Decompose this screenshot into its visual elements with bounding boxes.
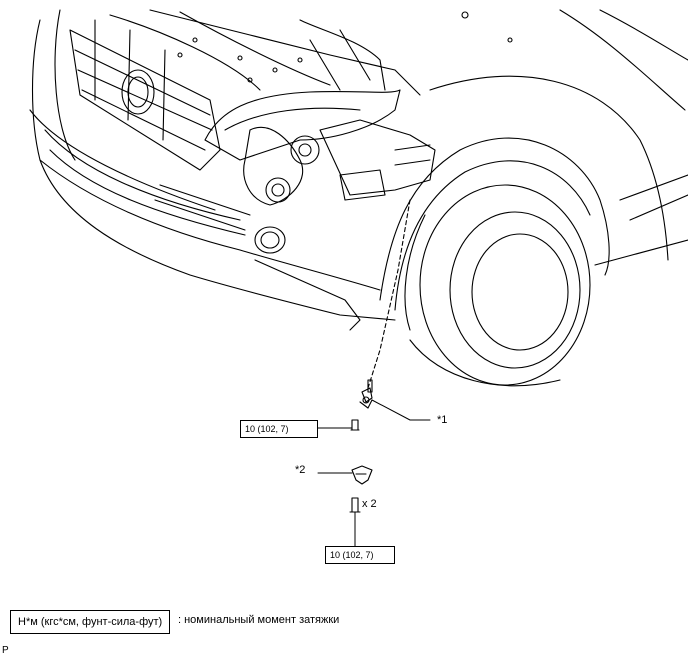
grille xyxy=(69,19,221,171)
headlight-assembly xyxy=(204,89,401,161)
callout-item2: *2 xyxy=(295,464,306,476)
torque-box-upper: 10 (102, 7) xyxy=(240,420,318,438)
body-outline xyxy=(29,9,688,321)
callout-item1: *1 xyxy=(437,414,448,426)
engine-bay xyxy=(243,19,436,206)
legend-description: : номинальный момент затяжки xyxy=(178,614,340,626)
part-2-bracket xyxy=(351,465,373,485)
corner-mark: P xyxy=(2,645,9,656)
part-1-sensor xyxy=(359,379,373,409)
leader-lines xyxy=(317,399,431,547)
bolt-lower xyxy=(349,497,361,513)
quantity-label: x 2 xyxy=(362,498,377,510)
fender-and-wheel xyxy=(379,137,610,387)
hood xyxy=(109,9,513,96)
torque-box-lower: 10 (102, 7) xyxy=(325,546,395,564)
torque-unit-legend: Н*м (кгс*см, фунт-сила-фут) xyxy=(10,610,171,634)
bolt-upper xyxy=(350,419,360,431)
installation-leader xyxy=(367,199,411,389)
bumper xyxy=(44,129,361,331)
